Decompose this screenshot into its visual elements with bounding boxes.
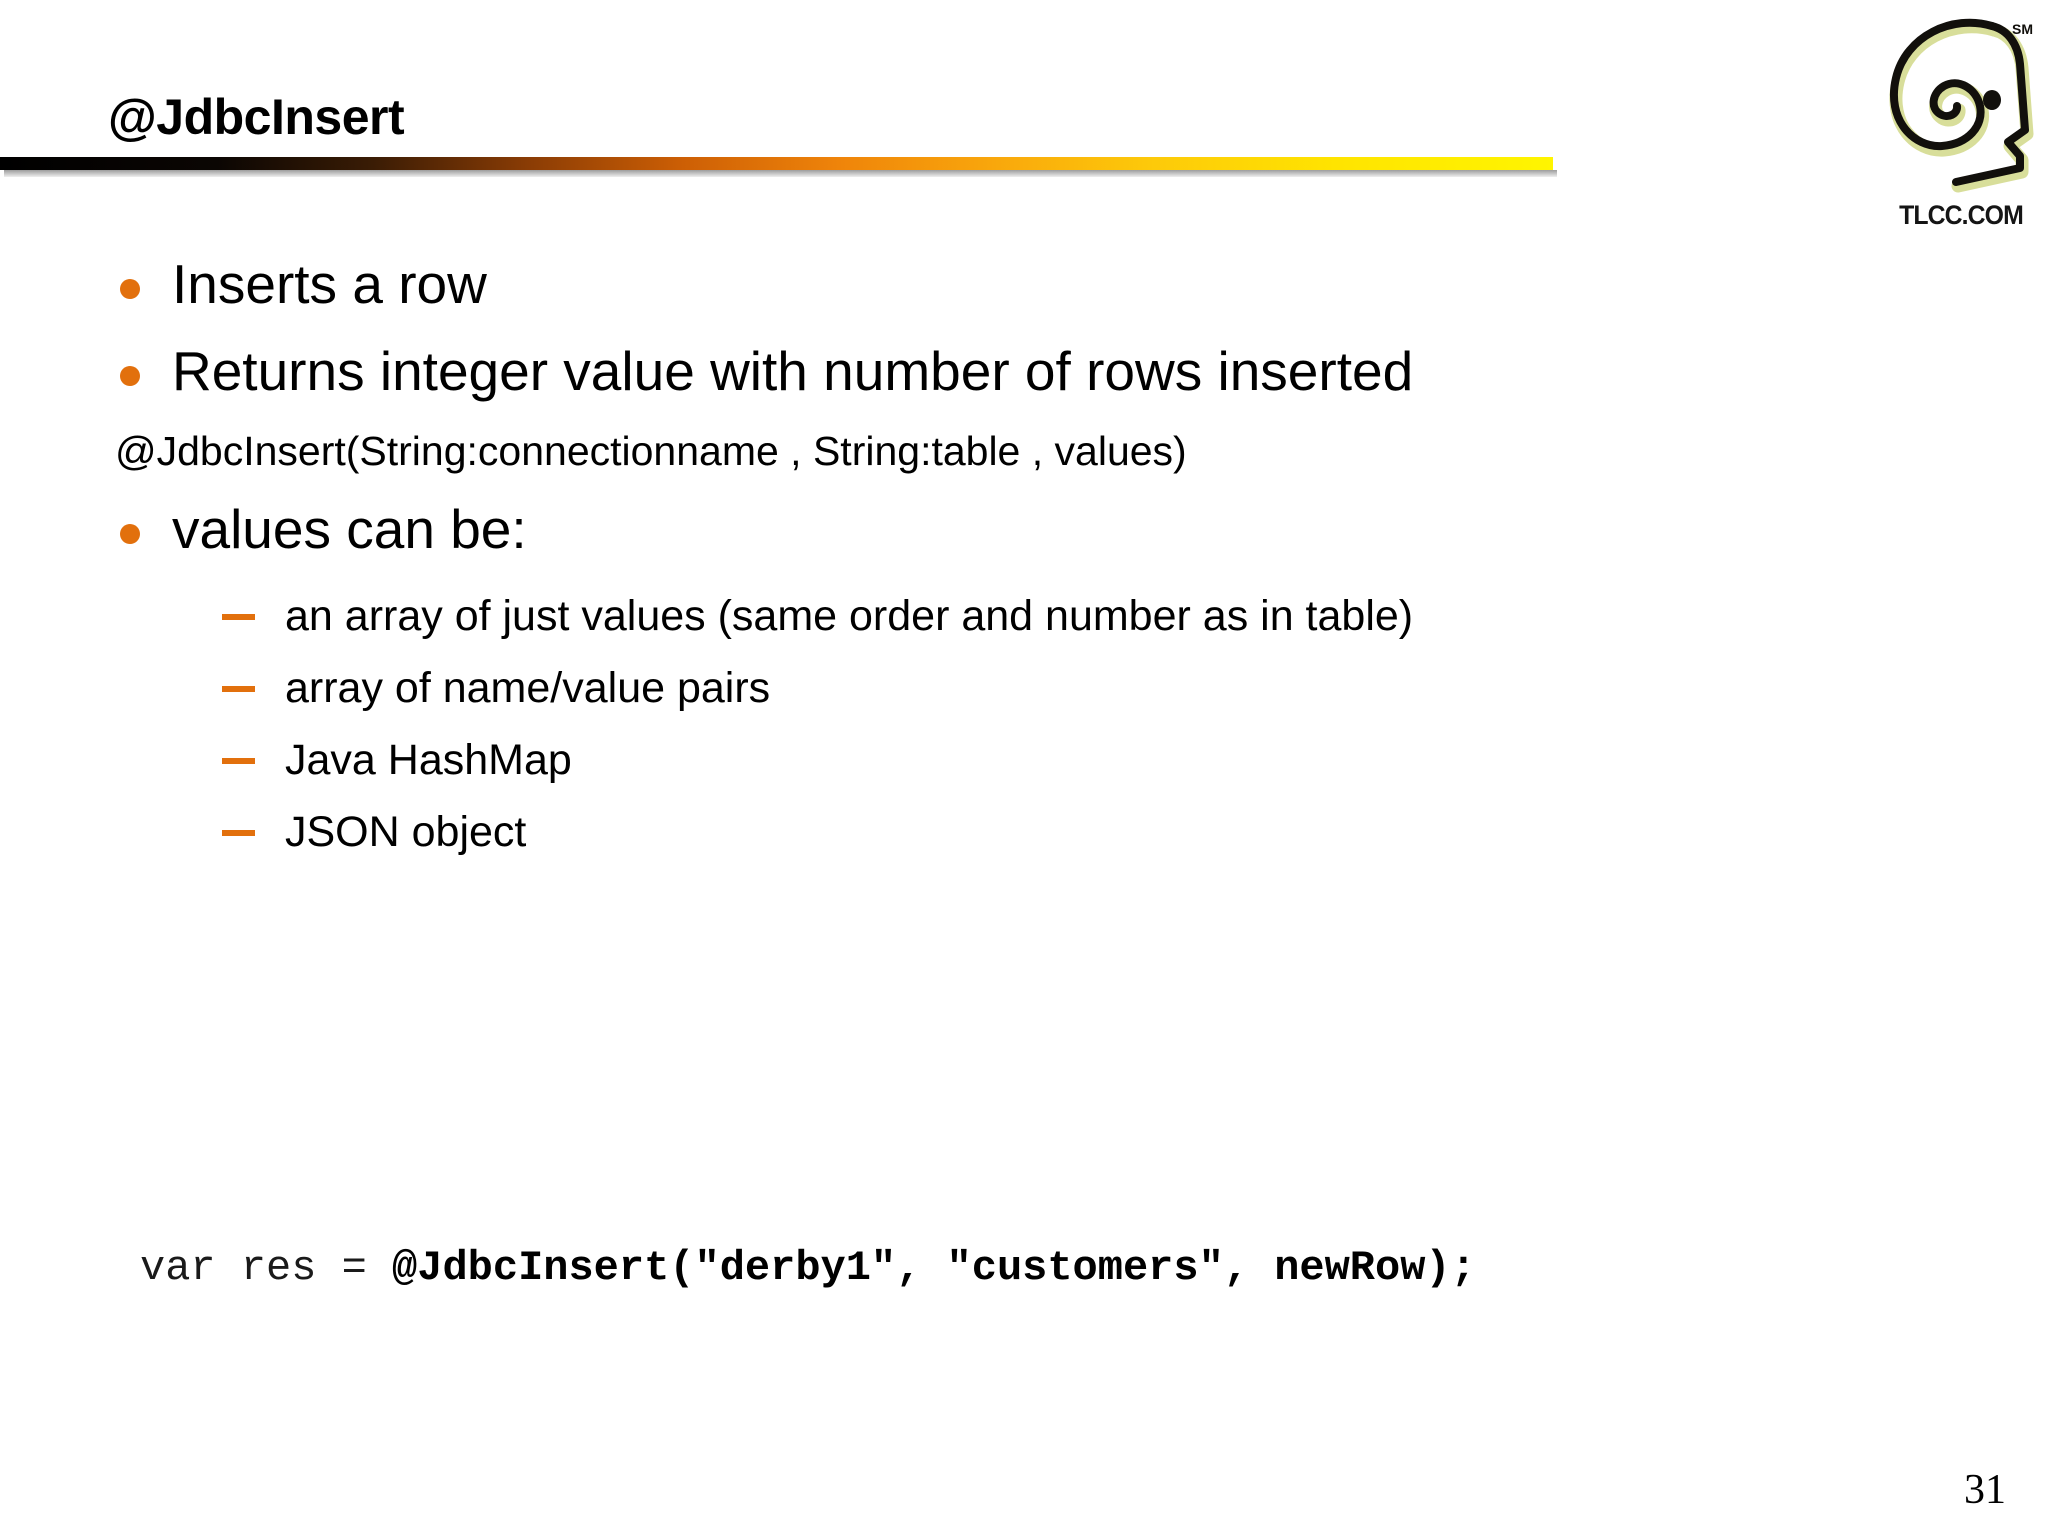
bullet-dash-icon: [222, 613, 255, 620]
code-sample: var res = @JdbcInsert("derby1", "custome…: [140, 1243, 1476, 1293]
service-mark-text: SM: [2012, 21, 2033, 37]
page-title: @JdbcInsert: [108, 89, 405, 145]
tlcc-head-spiral-icon: SM: [1889, 18, 2034, 193]
eye-dot: [1983, 90, 2001, 110]
bullet-item-values-can-be: values can be:: [0, 497, 1920, 560]
bullet-dash-icon: [222, 829, 255, 836]
method-signature: @JdbcInsert(String:connectionname , Stri…: [115, 427, 1187, 474]
sub-bullet-label: Java HashMap: [285, 735, 572, 784]
code-prefix: var res =: [140, 1244, 393, 1292]
bullet-dash-icon: [222, 685, 255, 692]
title-divider-bar: [0, 157, 1553, 170]
logo-wordmark: TLCC.COM: [1899, 200, 2024, 230]
tlcc-logo: SM TLCC.COM: [1882, 12, 2040, 242]
sub-bullet-label: JSON object: [285, 807, 527, 856]
sub-bullet-label: an array of just values (same order and …: [285, 591, 1414, 640]
code-call: @JdbcInsert("derby1", "customers", newRo…: [392, 1244, 1476, 1292]
bullet-dot-icon: [120, 523, 140, 544]
sub-bullet-label: array of name/value pairs: [285, 663, 771, 712]
bullet-label: values can be:: [172, 497, 527, 560]
title-divider-shadow: [4, 170, 1557, 177]
page-number: 31: [1964, 1467, 2006, 1513]
bullet-item-returns-integer: Returns integer value with number of row…: [0, 339, 1920, 402]
sub-bullet-item-name-value-pairs: array of name/value pairs: [0, 659, 1920, 717]
sub-bullet-item-array-of-values: an array of just values (same order and …: [0, 587, 1920, 645]
bullet-dash-icon: [222, 757, 255, 764]
bullet-label: Returns integer value with number of row…: [172, 339, 1414, 402]
sub-bullet-item-java-hashmap: Java HashMap: [0, 731, 1920, 789]
sub-bullet-item-json-object: JSON object: [0, 803, 1920, 861]
slide-body: Inserts a row Returns integer value with…: [0, 255, 1920, 875]
bullet-dot-icon: [120, 365, 140, 386]
bullet-item-inserts-a-row: Inserts a row: [0, 255, 1920, 314]
bullet-dot-icon: [120, 279, 140, 299]
bullet-label: Inserts a row: [172, 253, 487, 315]
